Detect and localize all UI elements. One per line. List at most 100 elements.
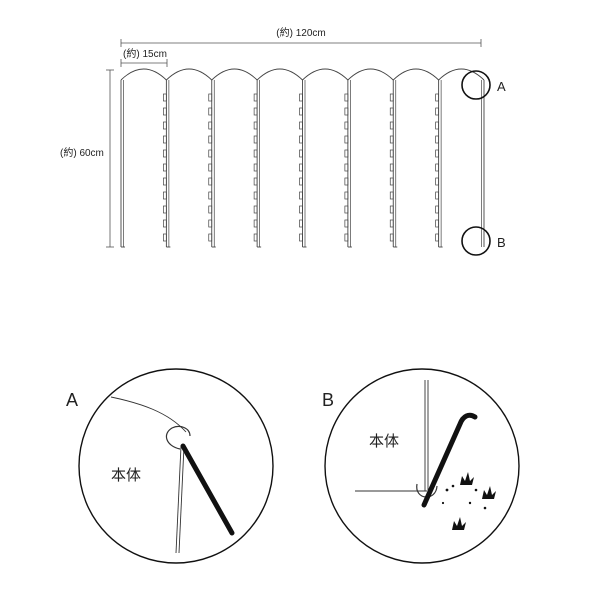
hinge-icon: [208, 135, 213, 144]
hinge-icon: [208, 121, 213, 130]
hinge-icon: [435, 177, 439, 186]
hinge-icon: [344, 233, 349, 242]
height-dimension: [106, 69, 114, 248]
hinge-icon: [253, 121, 258, 130]
detail-b-body-label: 本体: [369, 433, 399, 450]
fence-end-post: [481, 80, 485, 247]
hinge-icon: [344, 163, 349, 172]
hinge-icon: [208, 205, 213, 214]
hinge-icon: [389, 107, 394, 116]
hinge-icon: [344, 205, 349, 214]
fence-panel: [120, 68, 167, 248]
hinge-icon: [299, 107, 303, 116]
stake-icon: [421, 412, 478, 508]
stake-icon: [180, 443, 235, 536]
soil-dots: [441, 484, 487, 510]
hinge-icon: [253, 135, 258, 144]
detail-b-drawing: [355, 380, 496, 530]
detail-a-title: A: [66, 390, 78, 410]
panel-width-label: (約) 15cm: [123, 47, 167, 60]
hinge-icon: [163, 93, 167, 102]
total-width-label: (約) 120cm: [276, 26, 325, 39]
grass-icon: [452, 472, 496, 530]
hinge-icon: [208, 93, 213, 102]
hinge-icon: [163, 233, 167, 242]
hinge-icon: [435, 233, 439, 242]
hinge-icon: [435, 205, 439, 214]
hinge-icon: [344, 135, 349, 144]
hinge-icon: [253, 191, 258, 200]
hinge-icon: [253, 93, 258, 102]
fence-panel: [253, 68, 303, 248]
hinge-icon: [163, 191, 167, 200]
hinge-icon: [163, 121, 167, 130]
fence-panel: [299, 68, 349, 248]
hinge-icon: [435, 191, 439, 200]
hinge-icon: [435, 121, 439, 130]
hinge-icon: [435, 149, 439, 158]
hinge-icon: [253, 177, 258, 186]
callout-circle-a: [461, 70, 491, 100]
fence-panel: [389, 68, 439, 248]
hinge-icon: [163, 205, 167, 214]
hinge-icon: [299, 121, 303, 130]
hinge-icon: [163, 163, 167, 172]
hinge-icon: [299, 177, 303, 186]
hinge-icon: [208, 149, 213, 158]
detail-b-circle: [324, 368, 520, 564]
total-width-dimension: [120, 39, 482, 47]
hinge-icon: [389, 191, 394, 200]
fence-panel: [435, 68, 485, 248]
detail-a-body-label: 本体: [111, 467, 141, 484]
hinge-icon: [208, 163, 213, 172]
hinge-icon: [389, 163, 394, 172]
hinge-icon: [435, 163, 439, 172]
hinge-icon: [299, 163, 303, 172]
hinge-icon: [344, 149, 349, 158]
hinge-icon: [435, 219, 439, 228]
hook-icon: [165, 425, 191, 450]
hinge-icon: [253, 219, 258, 228]
hinge-icon: [299, 233, 303, 242]
hinge-icon: [389, 135, 394, 144]
hinge-icon: [389, 121, 394, 130]
detail-a-drawing: [110, 396, 235, 554]
hinge-icon: [208, 177, 213, 186]
callout-label-a: A: [497, 79, 506, 94]
hinge-icon: [344, 93, 349, 102]
hinge-icon: [344, 121, 349, 130]
hinge-icon: [299, 149, 303, 158]
hinge-icon: [253, 205, 258, 214]
hinge-icon: [208, 107, 213, 116]
hinge-icon: [163, 219, 167, 228]
hinge-icon: [253, 163, 258, 172]
hinge-icon: [299, 219, 303, 228]
hinge-icon: [299, 135, 303, 144]
hinge-icon: [389, 177, 394, 186]
detail-a-circle: [78, 368, 274, 564]
hinge-icon: [253, 233, 258, 242]
hinge-icon: [208, 233, 213, 242]
fence-panel: [344, 68, 394, 248]
hinge-icon: [389, 205, 394, 214]
hinge-icon: [389, 149, 394, 158]
panel-width-dimension: [120, 59, 168, 67]
hinge-icon: [344, 107, 349, 116]
hinge-icon: [163, 177, 167, 186]
hinge-icon: [208, 219, 213, 228]
hinge-icon: [163, 135, 167, 144]
hinge-icon: [299, 205, 303, 214]
fence-panel: [163, 68, 213, 248]
hinge-icon: [299, 191, 303, 200]
hinge-icon: [163, 107, 167, 116]
hinge-icon: [389, 93, 394, 102]
callout-label-b: B: [497, 235, 506, 250]
hinge-icon: [253, 107, 258, 116]
hinge-icon: [344, 177, 349, 186]
fence-panels: [120, 68, 485, 248]
hinge-icon: [299, 93, 303, 102]
fence-panel: [208, 68, 258, 248]
hinge-icon: [208, 191, 213, 200]
hinge-icon: [435, 107, 439, 116]
